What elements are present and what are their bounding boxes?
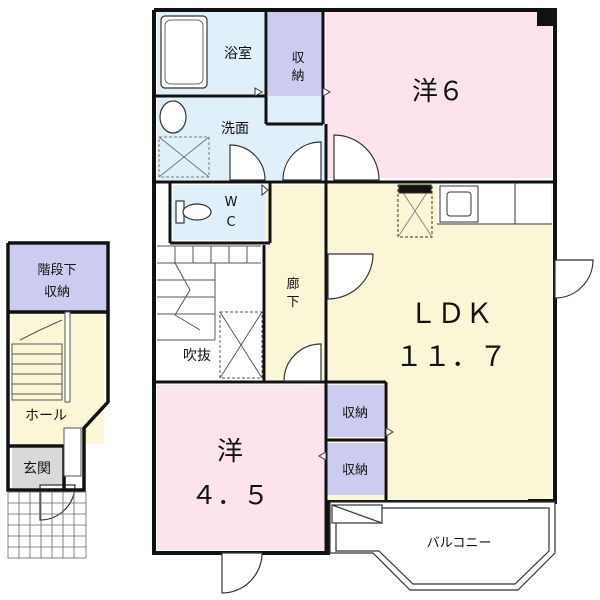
western6-label: 洋６: [412, 77, 464, 107]
western45-fill: [157, 385, 325, 550]
entrance-tiles: [7, 491, 87, 559]
kitchen-icons: [397, 182, 552, 238]
doors: [39, 134, 594, 594]
stair-storage-label-1: 階段下: [37, 263, 76, 278]
balcony-outline: [329, 501, 556, 591]
entrance-fill: [12, 448, 64, 488]
interior-walls: [154, 10, 555, 553]
bathtub-icon: [160, 15, 208, 89]
washroom-label: 洗面: [221, 121, 249, 137]
balcony-label: バルコニー: [427, 536, 492, 551]
hall-label: ホール: [25, 408, 67, 424]
bathroom-label: 浴室: [224, 45, 252, 62]
void-label: 吹抜: [183, 348, 211, 364]
stair-storage-label-2: 収納: [44, 285, 70, 300]
wc-w-label: W: [225, 195, 238, 210]
washer-icon: [158, 136, 210, 178]
storage-mid1-label: 収納: [342, 406, 368, 421]
storage-top-label-2: 納: [291, 69, 304, 84]
entrance-label: 玄関: [23, 460, 51, 477]
corridor-label-1: 廊: [286, 276, 299, 292]
western45-label: 洋: [217, 437, 243, 467]
stair-storage-fill: [10, 245, 106, 312]
storage-top-label-1: 収: [291, 51, 304, 66]
ldk-size-label: １１．７: [395, 340, 507, 373]
stairs-1f: [11, 311, 82, 477]
western45-size-label: ４．５: [191, 481, 269, 511]
wc-c-label: C: [226, 215, 235, 230]
storage-mid2-label: 収納: [342, 463, 368, 478]
corridor-label-2: 下: [286, 295, 299, 310]
ldk-label: ＬＤＫ: [409, 297, 493, 330]
storage-mid1-fill: [326, 385, 384, 437]
storage-mid2-fill: [326, 443, 384, 495]
hall-fill: [12, 312, 104, 444]
toilet-icon: [175, 200, 212, 224]
washbasin-icon: [159, 100, 187, 134]
kitchen-counter-fill: [437, 182, 551, 225]
stairs-2f: [157, 245, 263, 379]
